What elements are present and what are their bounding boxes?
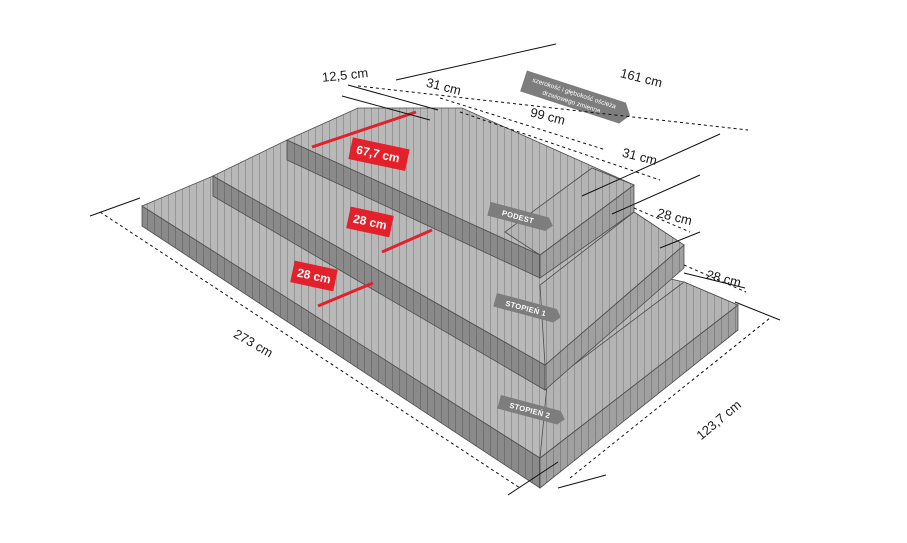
step-1-width-line [381,228,433,254]
red-markers: 67,7 cm 28 cm 28 cm [290,110,433,308]
dimension-dashes [99,85,771,489]
dim-inner-width: 99 cm [529,105,567,128]
dim-top-depth: 12,5 cm [321,65,369,85]
dim-step1-depth: 28 cm [656,205,694,228]
podest-top-front [504,167,635,256]
step-2-width-label: 28 cm [290,260,338,292]
dim-total-length: 273 cm [231,326,275,360]
tags: PODEST STOPIEŃ 1 STOPIEŃ 2 szerokość i g… [487,70,631,425]
step-1-width-text: 28 cm [352,212,388,233]
step-1-block [212,139,685,391]
step-2-width-text: 28 cm [296,266,332,287]
podest-tag: PODEST [487,201,553,232]
podest-width-line [311,110,417,149]
dimension-lines [89,43,781,496]
step-2-width-line [317,281,374,308]
dim-side-length: 123,7 cm [693,397,744,443]
dim-right-step: 31 cm [621,145,659,168]
dim-total-width: 161 cm [619,65,664,90]
dim-step2-depth: 28 cm [705,267,743,290]
step-1-width-label: 28 cm [346,206,394,238]
podest-width-label: 67,7 cm [348,137,410,171]
